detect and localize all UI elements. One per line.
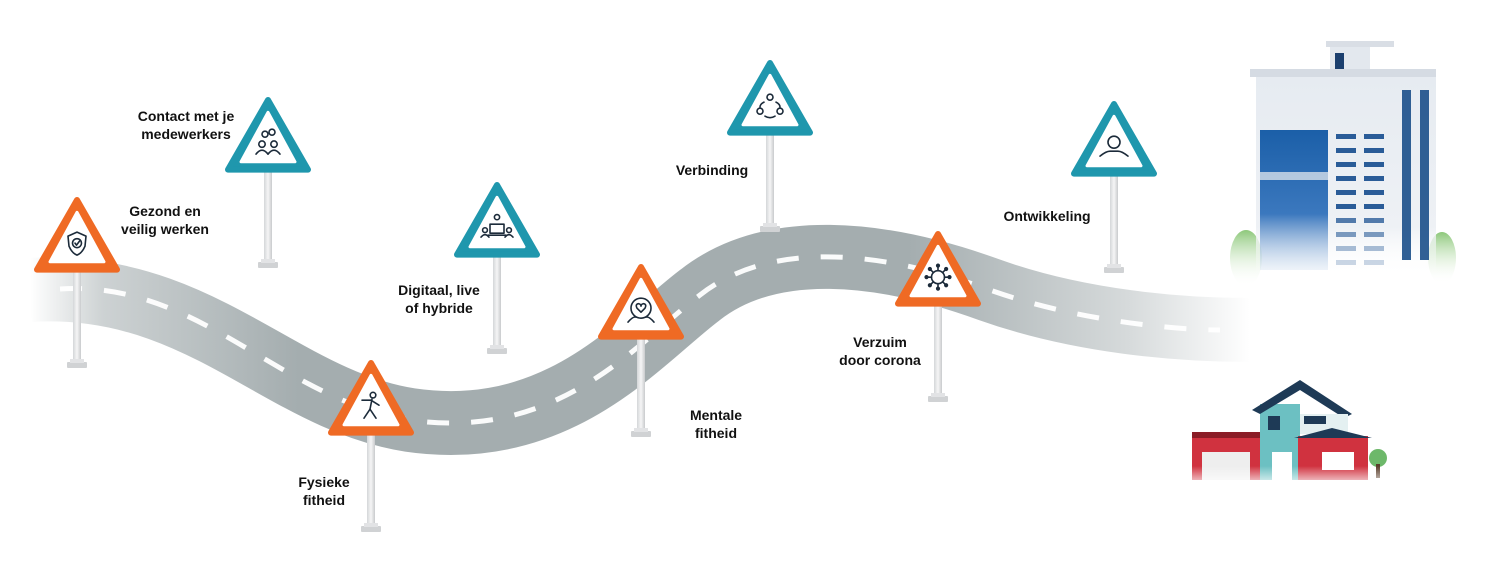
sign-base [361, 526, 381, 532]
label-line: fitheid [695, 425, 737, 441]
sign-base [928, 396, 948, 402]
person-growth-icon [1099, 135, 1129, 157]
label-line: door corona [839, 352, 921, 368]
signs [34, 60, 1157, 532]
sign-face [239, 110, 297, 164]
window-strips [1336, 134, 1384, 265]
label-line: Contact met je [137, 108, 235, 124]
label-line: Digitaal, live [398, 282, 480, 298]
office-building [1230, 41, 1456, 286]
sign-verbinding [727, 60, 813, 232]
sign-verzuim [895, 231, 981, 402]
label-line: of hybride [405, 300, 473, 316]
sign-pole [264, 165, 272, 262]
virus-icon [924, 263, 952, 291]
sign-fysieke [328, 360, 414, 532]
sign-face [1085, 114, 1143, 168]
label-gezond: Gezond en veilig werken [106, 202, 224, 238]
sign-pole [934, 299, 942, 396]
runner-icon [361, 391, 380, 419]
sign-pole [637, 332, 645, 431]
sign-gezond [34, 197, 120, 368]
sign-pole [73, 265, 81, 362]
houses [1186, 380, 1387, 486]
label-line: Fysieke [298, 474, 350, 490]
people-circle-icon [756, 93, 784, 119]
sign-pole [1110, 169, 1118, 267]
label-digitaal: Digitaal, live of hybride [384, 281, 494, 317]
label-mentale: Mentale fitheid [668, 406, 764, 442]
bush-left [1230, 230, 1262, 286]
label-line: Gezond en [129, 203, 201, 219]
shield-check-icon [67, 231, 87, 256]
sign-base [631, 431, 651, 437]
sign-base [258, 262, 278, 268]
sign-pole [493, 250, 501, 348]
label-line: Verbinding [675, 162, 749, 178]
sign-digitaal [454, 182, 540, 354]
sign-pole [766, 128, 774, 226]
laptop-meeting-icon [480, 213, 514, 238]
sign-base [1104, 267, 1124, 273]
label-fysieke: Fysieke fitheid [276, 473, 372, 509]
label-verbinding: Verbinding [662, 161, 762, 179]
sign-mentale [598, 264, 684, 437]
label-line: Ontwikkeling [1003, 208, 1091, 224]
label-ontwikkeling: Ontwikkeling [992, 207, 1102, 225]
label-contact: Contact met je medewerkers [126, 107, 246, 143]
sign-pole [367, 428, 375, 526]
label-verzuim: Verzuim door corona [824, 333, 936, 369]
label-line: fitheid [303, 492, 345, 508]
sign-base [67, 362, 87, 368]
label-line: Mentale [689, 407, 743, 423]
heart-head-icon [627, 297, 655, 323]
road-center-line [59, 254, 1221, 426]
people-chat-icon [255, 128, 281, 155]
sign-ontwikkeling [1071, 101, 1157, 273]
road [28, 224, 1251, 456]
label-line: medewerkers [141, 126, 231, 142]
label-line: Verzuim [853, 334, 907, 350]
sign-base [760, 226, 780, 232]
sign-contact [225, 97, 311, 268]
sign-face [48, 210, 106, 264]
label-line: veilig werken [121, 221, 209, 237]
sign-base [487, 348, 507, 354]
